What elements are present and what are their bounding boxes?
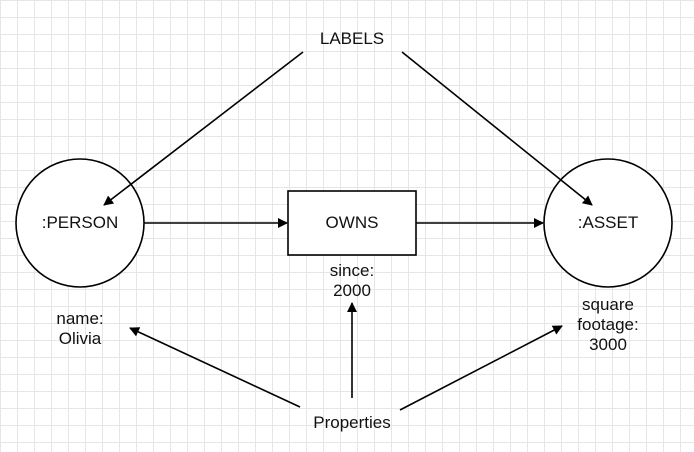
owns-relationship-label: OWNS bbox=[325, 213, 379, 232]
asset-properties: square footage: 3000 bbox=[558, 295, 658, 355]
person-property-key: name: bbox=[56, 309, 104, 328]
asset-node[interactable] bbox=[543, 158, 673, 288]
person-property-value: Olivia bbox=[58, 329, 102, 348]
owns-properties: since: 2000 bbox=[302, 261, 402, 301]
asset-property-key-line2: footage: bbox=[577, 315, 639, 334]
owns-relationship-box[interactable] bbox=[287, 190, 417, 256]
labels-heading: LABELS bbox=[319, 29, 385, 48]
asset-property-key-line1: square bbox=[582, 295, 634, 314]
properties-heading: Properties bbox=[313, 413, 391, 432]
asset-property-value: 3000 bbox=[589, 335, 627, 354]
properties-to-asset-arrow bbox=[399, 325, 563, 411]
person-properties: name: Olivia bbox=[30, 309, 130, 349]
person-node-label: :PERSON bbox=[41, 213, 119, 232]
owns-property-value: 2000 bbox=[333, 281, 371, 300]
labels-to-person-arrow bbox=[103, 51, 304, 206]
labels-to-asset-arrow bbox=[401, 51, 593, 206]
asset-node-label: :ASSET bbox=[577, 213, 639, 232]
properties-to-person-arrow bbox=[129, 327, 301, 408]
owns-property-key: since: bbox=[329, 261, 375, 280]
